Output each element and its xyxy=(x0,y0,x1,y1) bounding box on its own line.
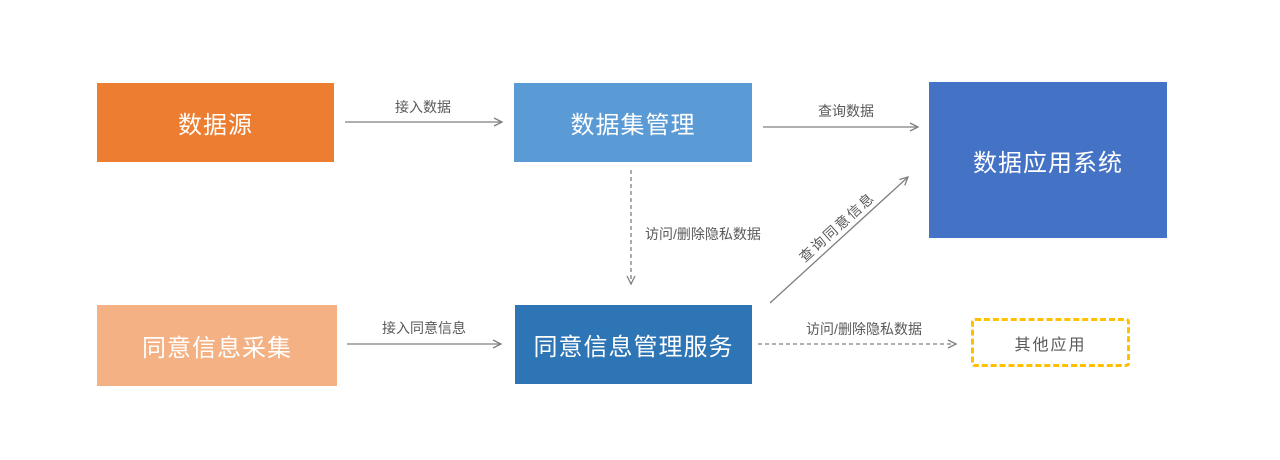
node-data-source-label: 数据源 xyxy=(178,112,253,139)
node-consent-collection-label: 同意信息采集 xyxy=(142,335,292,362)
edge-label-access-delete-private-bottom: 访问/删除隐私数据 xyxy=(806,321,922,337)
edge-label-access-consent-info: 接入同意信息 xyxy=(382,320,466,336)
edge-label-access-data: 接入数据 xyxy=(395,99,451,115)
edge-label-access-delete-private-top: 访问/删除隐私数据 xyxy=(645,226,761,242)
node-dataset-management-label: 数据集管理 xyxy=(570,112,696,139)
node-data-application-system: 数据应用系统 xyxy=(929,82,1167,238)
node-data-source: 数据源 xyxy=(97,83,334,162)
node-other-applications-label: 其他应用 xyxy=(1014,336,1087,354)
node-dataset-management: 数据集管理 xyxy=(514,83,752,162)
node-consent-management-service-label: 同意信息管理服务 xyxy=(533,334,734,361)
node-consent-collection: 同意信息采集 xyxy=(97,305,337,386)
node-other-applications: 其他应用 xyxy=(971,318,1130,367)
node-consent-management-service: 同意信息管理服务 xyxy=(515,305,752,384)
edge-query-consent-line xyxy=(769,176,910,304)
edge-label-query-data: 查询数据 xyxy=(818,103,874,119)
node-data-application-system-label: 数据应用系统 xyxy=(973,149,1123,177)
